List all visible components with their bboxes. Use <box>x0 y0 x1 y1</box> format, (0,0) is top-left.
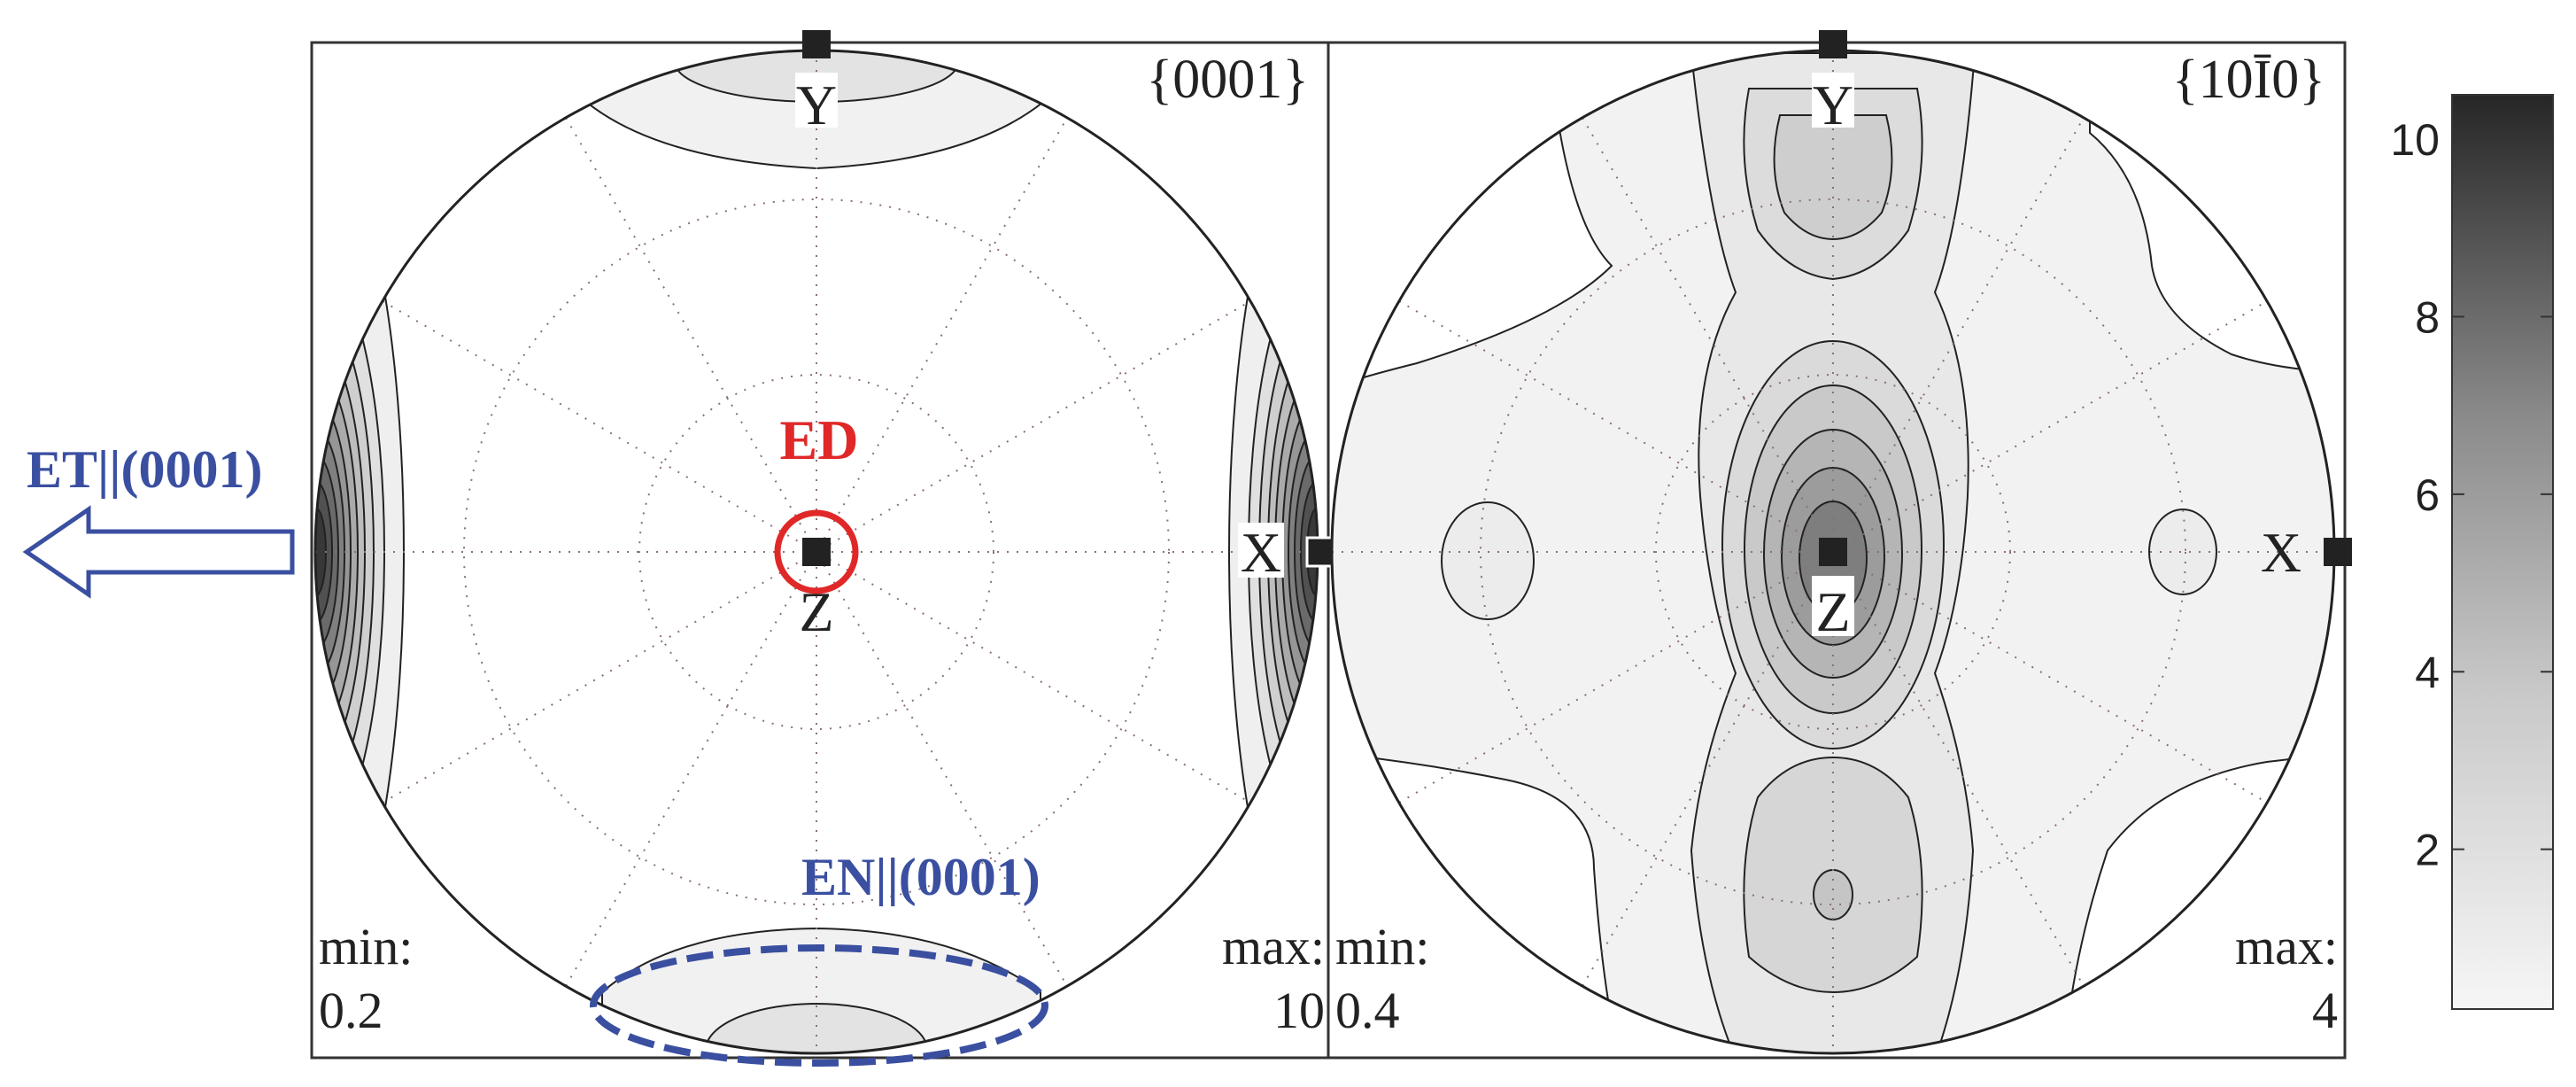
x-axis-label: X <box>1241 521 1281 584</box>
min-label: min: <box>319 918 413 975</box>
colorbar-tick-label: 6 <box>2415 470 2440 520</box>
et-arrow <box>22 505 295 599</box>
max-label: max: <box>1222 918 1325 975</box>
colorbar-gradient <box>2451 94 2554 1010</box>
z-axis-marker <box>802 538 831 566</box>
panel-title-0001: {0001} <box>1146 50 1309 110</box>
max-label-right: max: <box>2235 918 2338 975</box>
colorbar: 10 8 6 4 2 <box>2390 94 2554 1010</box>
ed-highlight-circle <box>774 509 859 594</box>
bottom-band-contours <box>601 927 1041 1053</box>
annotations: ED ET||(0001) EN||(0001) <box>22 408 1048 1067</box>
y-axis-label: Y <box>796 74 837 136</box>
colorbar-tick-label: 4 <box>2415 648 2440 697</box>
max-value: 10 <box>1273 982 1325 1039</box>
x-axis-marker <box>1305 536 1335 568</box>
polar-grid-right <box>1332 50 2334 1053</box>
z-axis-marker-right <box>1819 538 1847 566</box>
en-highlight-ellipse <box>590 944 1048 1067</box>
min-value: 0.2 <box>319 982 383 1039</box>
pole-figure-0001: {0001} Y Z X min: 0.2 max: 10 <box>313 30 1335 1055</box>
min-value-right: 0.4 <box>1335 982 1400 1039</box>
colorbar-tick-label: 10 <box>2390 115 2440 165</box>
panel-title-10-10: {10Ī0} <box>2172 50 2325 110</box>
polar-grid-left <box>315 50 1318 1053</box>
colorbar-tick-label: 2 <box>2415 826 2440 875</box>
min-label-right: min: <box>1335 918 1429 975</box>
ed-label: ED <box>780 408 859 471</box>
z-axis-label-right: Z <box>1815 580 1850 643</box>
x-axis-label-right: X <box>2261 521 2301 584</box>
en-label: EN||(0001) <box>801 848 1040 906</box>
colorbar-tick-label: 8 <box>2415 292 2440 342</box>
pole-figure-10-10: {10Ī0} Y Z X min: 0.4 max: 4 <box>1330 30 2352 1055</box>
y-axis-marker-right <box>1819 30 1847 58</box>
y-axis-marker <box>802 30 831 58</box>
et-label: ET||(0001) <box>27 440 262 499</box>
y-axis-label-right: Y <box>1813 74 1853 136</box>
max-value-right: 4 <box>2312 982 2338 1039</box>
x-axis-marker-right <box>2324 538 2352 566</box>
